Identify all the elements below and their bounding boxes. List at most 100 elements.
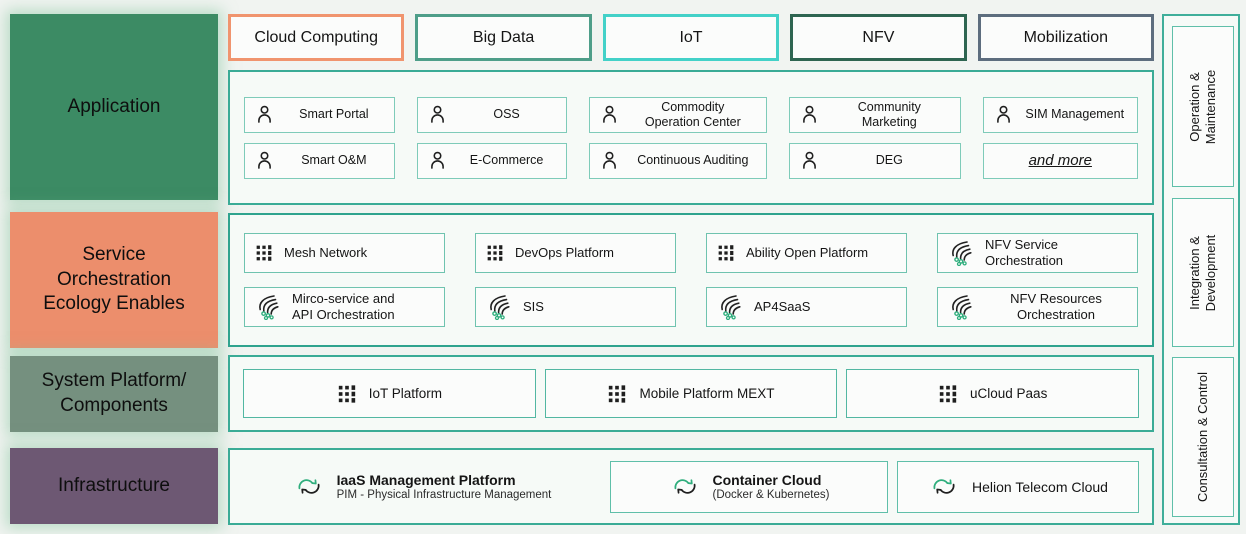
layer-application: Application [10,14,218,200]
person-icon [599,150,620,171]
app-node-and-more: and more [982,142,1138,179]
cloud-sync-icon [293,475,325,498]
platform-node-mobile-platform-mext: Mobile Platform MEXT [544,369,838,418]
tab-label: Mobilization [1023,28,1109,46]
infra-node-helion-telecom-cloud: Helion Telecom Cloud [897,460,1139,513]
tab-label: NFV [862,28,895,46]
node-label: NFV Service Orchestration [985,237,1064,268]
app-node-deg: DEG [789,142,961,179]
person-icon [254,104,275,125]
node-label: Continuous Auditing [637,153,749,168]
node-label: AP4SaaS [754,299,811,315]
layer-infrastructure: Infrastructure [10,448,218,524]
person-icon [799,104,820,125]
node-label: Smart O&M [301,153,367,168]
category-tabs: Cloud Computing Big Data IoT NFV Mobiliz… [228,14,1155,61]
tab-label: Big Data [472,28,535,46]
app-node-sim-management: SIM Management [982,96,1138,133]
person-icon [799,150,820,171]
app-node-community-marketing: Community Marketing [789,96,961,133]
app-node-continuous-auditing: Continuous Auditing [589,142,768,179]
svc-node-sis: SIS [475,287,676,327]
orchestration-swirl-icon [948,294,974,320]
layer-service-orchestration: Service Orchestration Ecology Enables [10,212,218,348]
svc-node-microservice-api-orchestration: Mirco-service and API Orchestration [244,287,445,327]
app-node-e-commerce: E-Commerce [416,142,568,179]
orchestration-swirl-icon [255,294,281,320]
person-icon [254,150,275,171]
layer-label: System Platform/ Components [41,370,187,416]
person-icon [427,104,448,125]
side-panel-label: Integration & Development [1186,234,1218,311]
side-panel-container: Operation & Maintenance Integration & De… [1162,14,1240,525]
tab-big-data: Big Data [415,14,592,61]
app-grid-icon [337,384,357,404]
app-node-smart-oandm: Smart O&M [244,142,395,179]
tab-nfv: NFV [790,14,967,61]
side-panel-operation-maintenance: Operation & Maintenance [1172,26,1234,187]
app-grid-icon [607,384,627,404]
cloud-sync-icon [928,475,960,498]
layer-label: Infrastructure [58,474,170,496]
svc-node-mesh-network: Mesh Network [244,233,445,273]
svc-node-ap4saas: AP4SaaS [706,287,907,327]
side-panel-integration-development: Integration & Development [1172,198,1234,347]
person-icon [993,104,1014,125]
node-label: Mobile Platform MEXT [639,386,775,401]
system-platform-container: IoT Platform Mobile Platform MEXT uCloud… [228,355,1154,432]
node-label: SIS [523,299,544,315]
node-title: Container Cloud [712,472,822,488]
node-label: and more [1028,151,1092,169]
cloud-sync-icon [669,475,701,498]
layer-label: Application [67,95,161,117]
node-label: Mirco-service and API Orchestration [292,291,395,322]
side-panel-label: Consultation & Control [1194,371,1210,503]
node-title: IaaS Management Platform [336,472,516,488]
orchestration-swirl-icon [486,294,512,320]
svc-node-devops-platform: DevOps Platform [475,233,676,273]
svc-node-nfv-service-orchestration: NFV Service Orchestration [937,233,1138,273]
infrastructure-container: IaaS Management Platform PIM - Physical … [228,448,1154,525]
app-grid-icon [486,244,504,262]
node-label: Ability Open Platform [746,245,869,261]
node-subtitle: PIM - Physical Infrastructure Management [336,489,552,501]
node-label: uCloud Paas [970,386,1048,401]
node-label: Mesh Network [284,245,368,261]
svc-node-nfv-resources-orchestration: NFV Resources Orchestration [937,287,1138,327]
application-container: Smart Portal OSS Commodity Operation Cen… [228,70,1154,205]
platform-node-iot-platform: IoT Platform [243,369,536,418]
app-grid-icon [938,384,958,404]
app-grid-icon [717,244,735,262]
app-node-commodity-operation-center: Commodity Operation Center [589,96,768,133]
tab-label: Cloud Computing [254,28,379,46]
node-label: E-Commerce [469,153,544,168]
person-icon [599,104,620,125]
orchestration-swirl-icon [717,294,743,320]
node-subtitle: (Docker & Kubernetes) [712,489,830,501]
person-icon [427,150,448,171]
node-label: Commodity Operation Center [644,100,741,129]
infra-node-iaas-management-platform: IaaS Management Platform PIM - Physical … [243,460,601,513]
node-label: Community Marketing [857,100,921,129]
svc-node-ability-open-platform: Ability Open Platform [706,233,907,273]
side-panel-label: Operation & Maintenance [1186,69,1218,144]
node-title: Helion Telecom Cloud [972,478,1108,495]
layer-system-platform: System Platform/ Components [10,356,218,432]
tab-mobilization: Mobilization [977,14,1155,61]
node-label: IoT Platform [368,386,442,401]
tab-label: IoT [679,28,703,46]
orchestration-swirl-icon [948,240,974,266]
app-node-smart-portal: Smart Portal [244,96,395,133]
app-grid-icon [255,244,273,262]
node-label: Smart Portal [299,107,369,122]
side-panel-consultation-control: Consultation & Control [1172,357,1234,517]
node-label: NFV Resources Orchestration [1010,291,1102,322]
tab-iot: IoT [602,14,780,61]
node-label: DEG [875,153,903,168]
platform-node-ucloud-paas: uCloud Paas [846,369,1140,418]
node-label: OSS [493,107,520,122]
infra-node-container-cloud: Container Cloud (Docker & Kubernetes) [610,460,888,513]
app-node-oss: OSS [416,96,568,133]
node-label: DevOps Platform [515,245,614,261]
